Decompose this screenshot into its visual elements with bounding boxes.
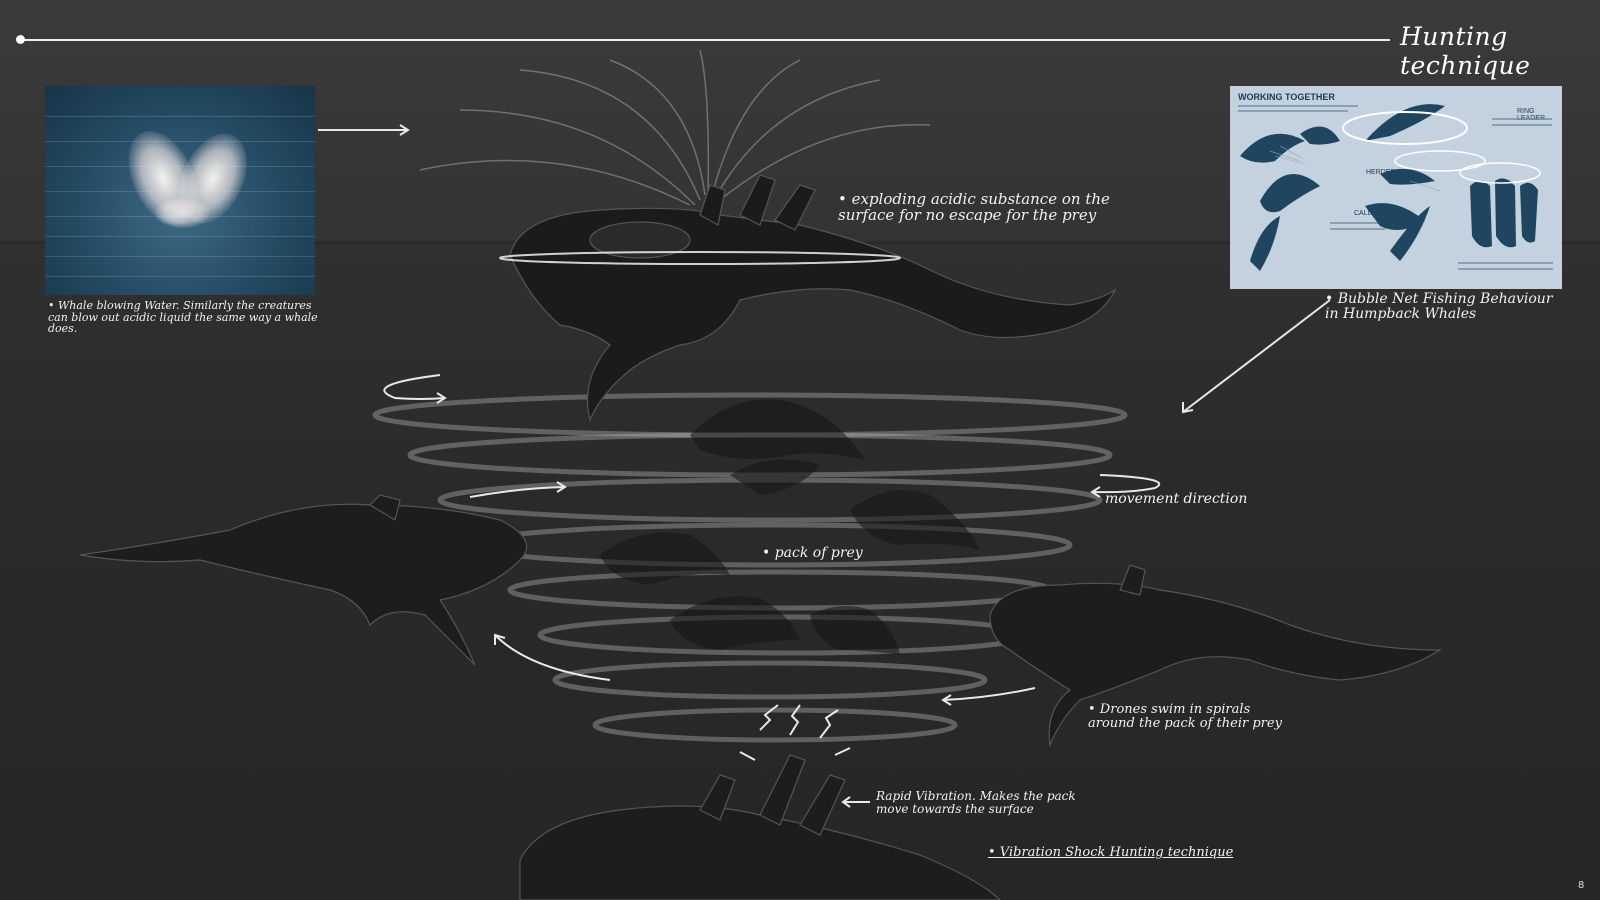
annotation-drones: • Drones swim in spirals around the pack… [1088, 702, 1282, 731]
label-herders: HERDERS [1366, 169, 1401, 176]
annotation-pack: • pack of prey [762, 545, 863, 561]
label-caller: CALLER [1354, 210, 1382, 217]
whale-blow-photo [45, 86, 315, 295]
slide-title: Hunting technique [1400, 22, 1531, 80]
creature-right [989, 564, 1443, 748]
annotation-rapid-vibration: Rapid Vibration. Makes the pack move tow… [876, 789, 1076, 816]
header-rule [20, 39, 1390, 41]
creature-left [79, 494, 528, 666]
creature-bottom [519, 754, 1001, 900]
infographic-whales [1240, 104, 1541, 271]
prey-pack [600, 399, 980, 655]
photo-caption: • Whale blowing Water. Similarly the cre… [48, 299, 318, 336]
infographic-caption: • Bubble Net Fishing Behaviour in Humpba… [1325, 291, 1553, 322]
vibration-marks [739, 704, 851, 761]
annotation-movement: movement direction [1105, 491, 1248, 507]
annotation-vibration-title: • Vibration Shock Hunting technique [988, 845, 1234, 860]
infographic-heading: WORKING TOGETHER [1238, 92, 1335, 102]
acid-spray [419, 49, 931, 206]
page-number: 8 [1578, 880, 1585, 891]
direction-arrows [318, 124, 1331, 808]
creature-top [509, 174, 1117, 422]
annotation-exploding: • exploding acidic substance on the surf… [838, 190, 1110, 224]
header-rule-dot [16, 35, 25, 44]
bubble-net-infographic: WORKING TOGETHER RING LEADER HERDERS CAL… [1230, 86, 1562, 289]
